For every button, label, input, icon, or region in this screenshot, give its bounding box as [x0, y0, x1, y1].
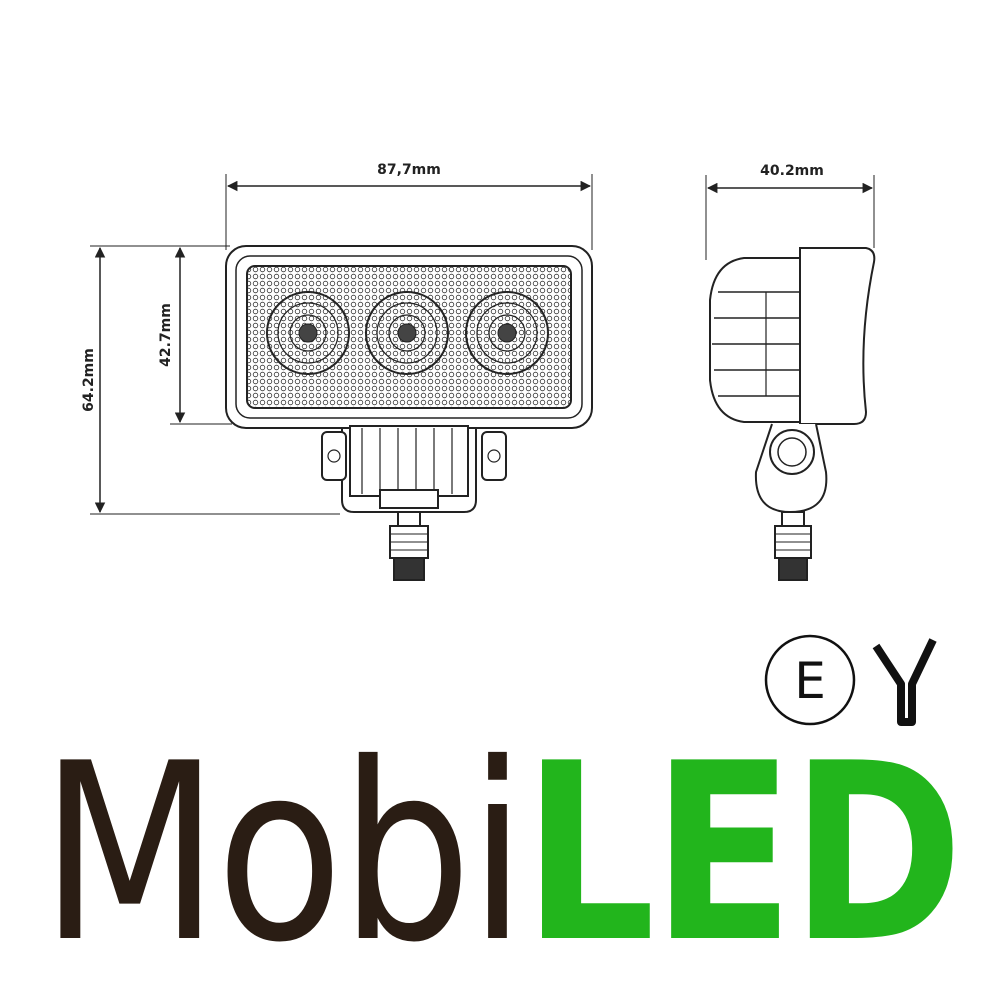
logo-text: MobiLED	[40, 711, 960, 996]
front-cable-gland	[389, 511, 429, 581]
logo-mobi: Mobi	[40, 711, 523, 996]
side-heatsink	[709, 257, 801, 423]
front-bezel	[235, 255, 583, 419]
front-view	[90, 174, 593, 581]
side-depth-label: 40.2mm	[760, 163, 824, 179]
side-cable-gland	[774, 511, 812, 581]
led-reflector-1	[266, 291, 350, 375]
logo-led: LED	[523, 711, 960, 996]
front-width-label: 87,7mm	[377, 162, 441, 178]
front-mount-bracket	[321, 425, 507, 513]
side-bezel	[799, 247, 876, 425]
side-mount-bolt	[769, 429, 815, 475]
lens-height-label: 42.7mm	[158, 303, 174, 367]
y-mark-icon	[872, 638, 937, 726]
side-view	[705, 175, 876, 581]
led-reflector-2	[365, 291, 449, 375]
total-height-label: 64.2mm	[81, 348, 97, 412]
e-mark-letter: E	[794, 652, 826, 710]
e-mark-approval: E	[764, 634, 937, 726]
e-mark-circle	[764, 634, 856, 726]
led-reflector-3	[465, 291, 549, 375]
mobiled-logo: MobiLED	[40, 711, 964, 996]
